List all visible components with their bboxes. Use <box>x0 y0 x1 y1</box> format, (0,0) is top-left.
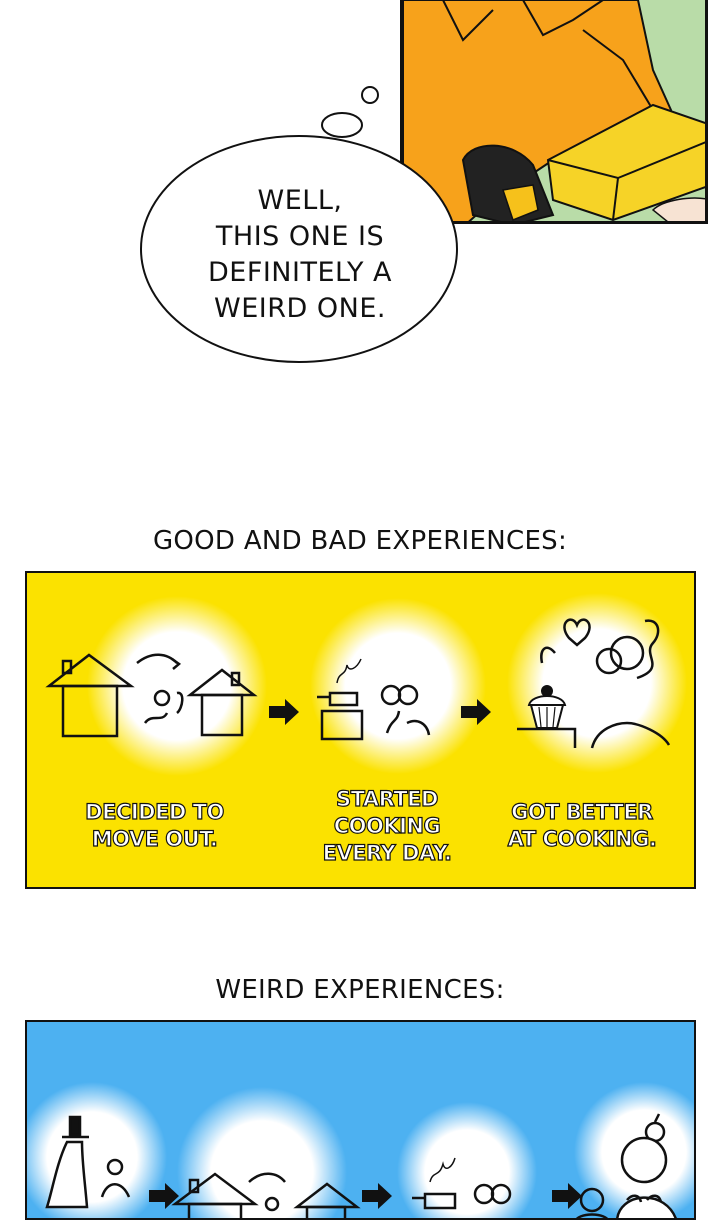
glow-circle <box>397 1102 537 1218</box>
top-comic-panel <box>400 0 708 224</box>
good-bad-illustration <box>45 593 687 776</box>
bubble-text: WELL, THIS ONE IS DEFINITELY A WEIRD ONE… <box>140 183 460 327</box>
thought-bubble-dots <box>321 86 379 138</box>
moving-figure-icon <box>136 653 184 724</box>
glow-circle <box>507 593 687 773</box>
step-label: DECIDED TO MOVE OUT. <box>72 799 237 853</box>
arrow-icon <box>269 699 299 725</box>
glow-circle <box>310 598 486 774</box>
step-label-line: STARTED <box>335 786 439 811</box>
cooking-icon <box>317 658 364 741</box>
happy-figure-icon <box>540 619 671 749</box>
good-bad-panel: DECIDED TO MOVE OUT. STARTED COOKING EVE… <box>25 571 696 889</box>
glow-circle <box>177 1087 347 1218</box>
weird-panel <box>25 1020 696 1220</box>
weird-illustration <box>27 1082 694 1218</box>
step-label-line: EVERY DAY. <box>322 840 453 865</box>
step-label-line: GOT BETTER <box>511 799 654 824</box>
good-bad-heading: GOOD AND BAD EXPERIENCES: <box>152 526 568 556</box>
arrow-icon <box>552 1183 582 1209</box>
glow-circle <box>87 596 267 776</box>
weird-heading: WEIRD EXPERIENCES: <box>215 975 505 1005</box>
step-label-line: AT COOKING. <box>507 826 657 851</box>
thought-bubble <box>140 135 458 363</box>
table-icon <box>517 727 577 748</box>
step-label-line: MOVE OUT. <box>91 826 218 851</box>
step-label-line: COOKING <box>333 813 441 838</box>
step-label: GOT BETTER AT COOKING. <box>497 799 667 853</box>
bubble-line: WEIRD ONE. <box>214 293 386 324</box>
bubble-line: DEFINITELY A <box>207 257 393 288</box>
step-label: STARTED COOKING EVERY DAY. <box>307 786 467 867</box>
step-label-line: DECIDED TO <box>85 799 225 824</box>
heart-icon <box>563 618 591 647</box>
bubble-line: THIS ONE IS <box>215 221 385 252</box>
house-icon <box>45 653 135 738</box>
bubble-line: WELL, <box>257 185 343 216</box>
arrow-icon <box>362 1183 392 1209</box>
arrow-icon <box>461 699 491 725</box>
house-icon <box>186 668 258 737</box>
cook-figure-icon <box>380 684 431 736</box>
